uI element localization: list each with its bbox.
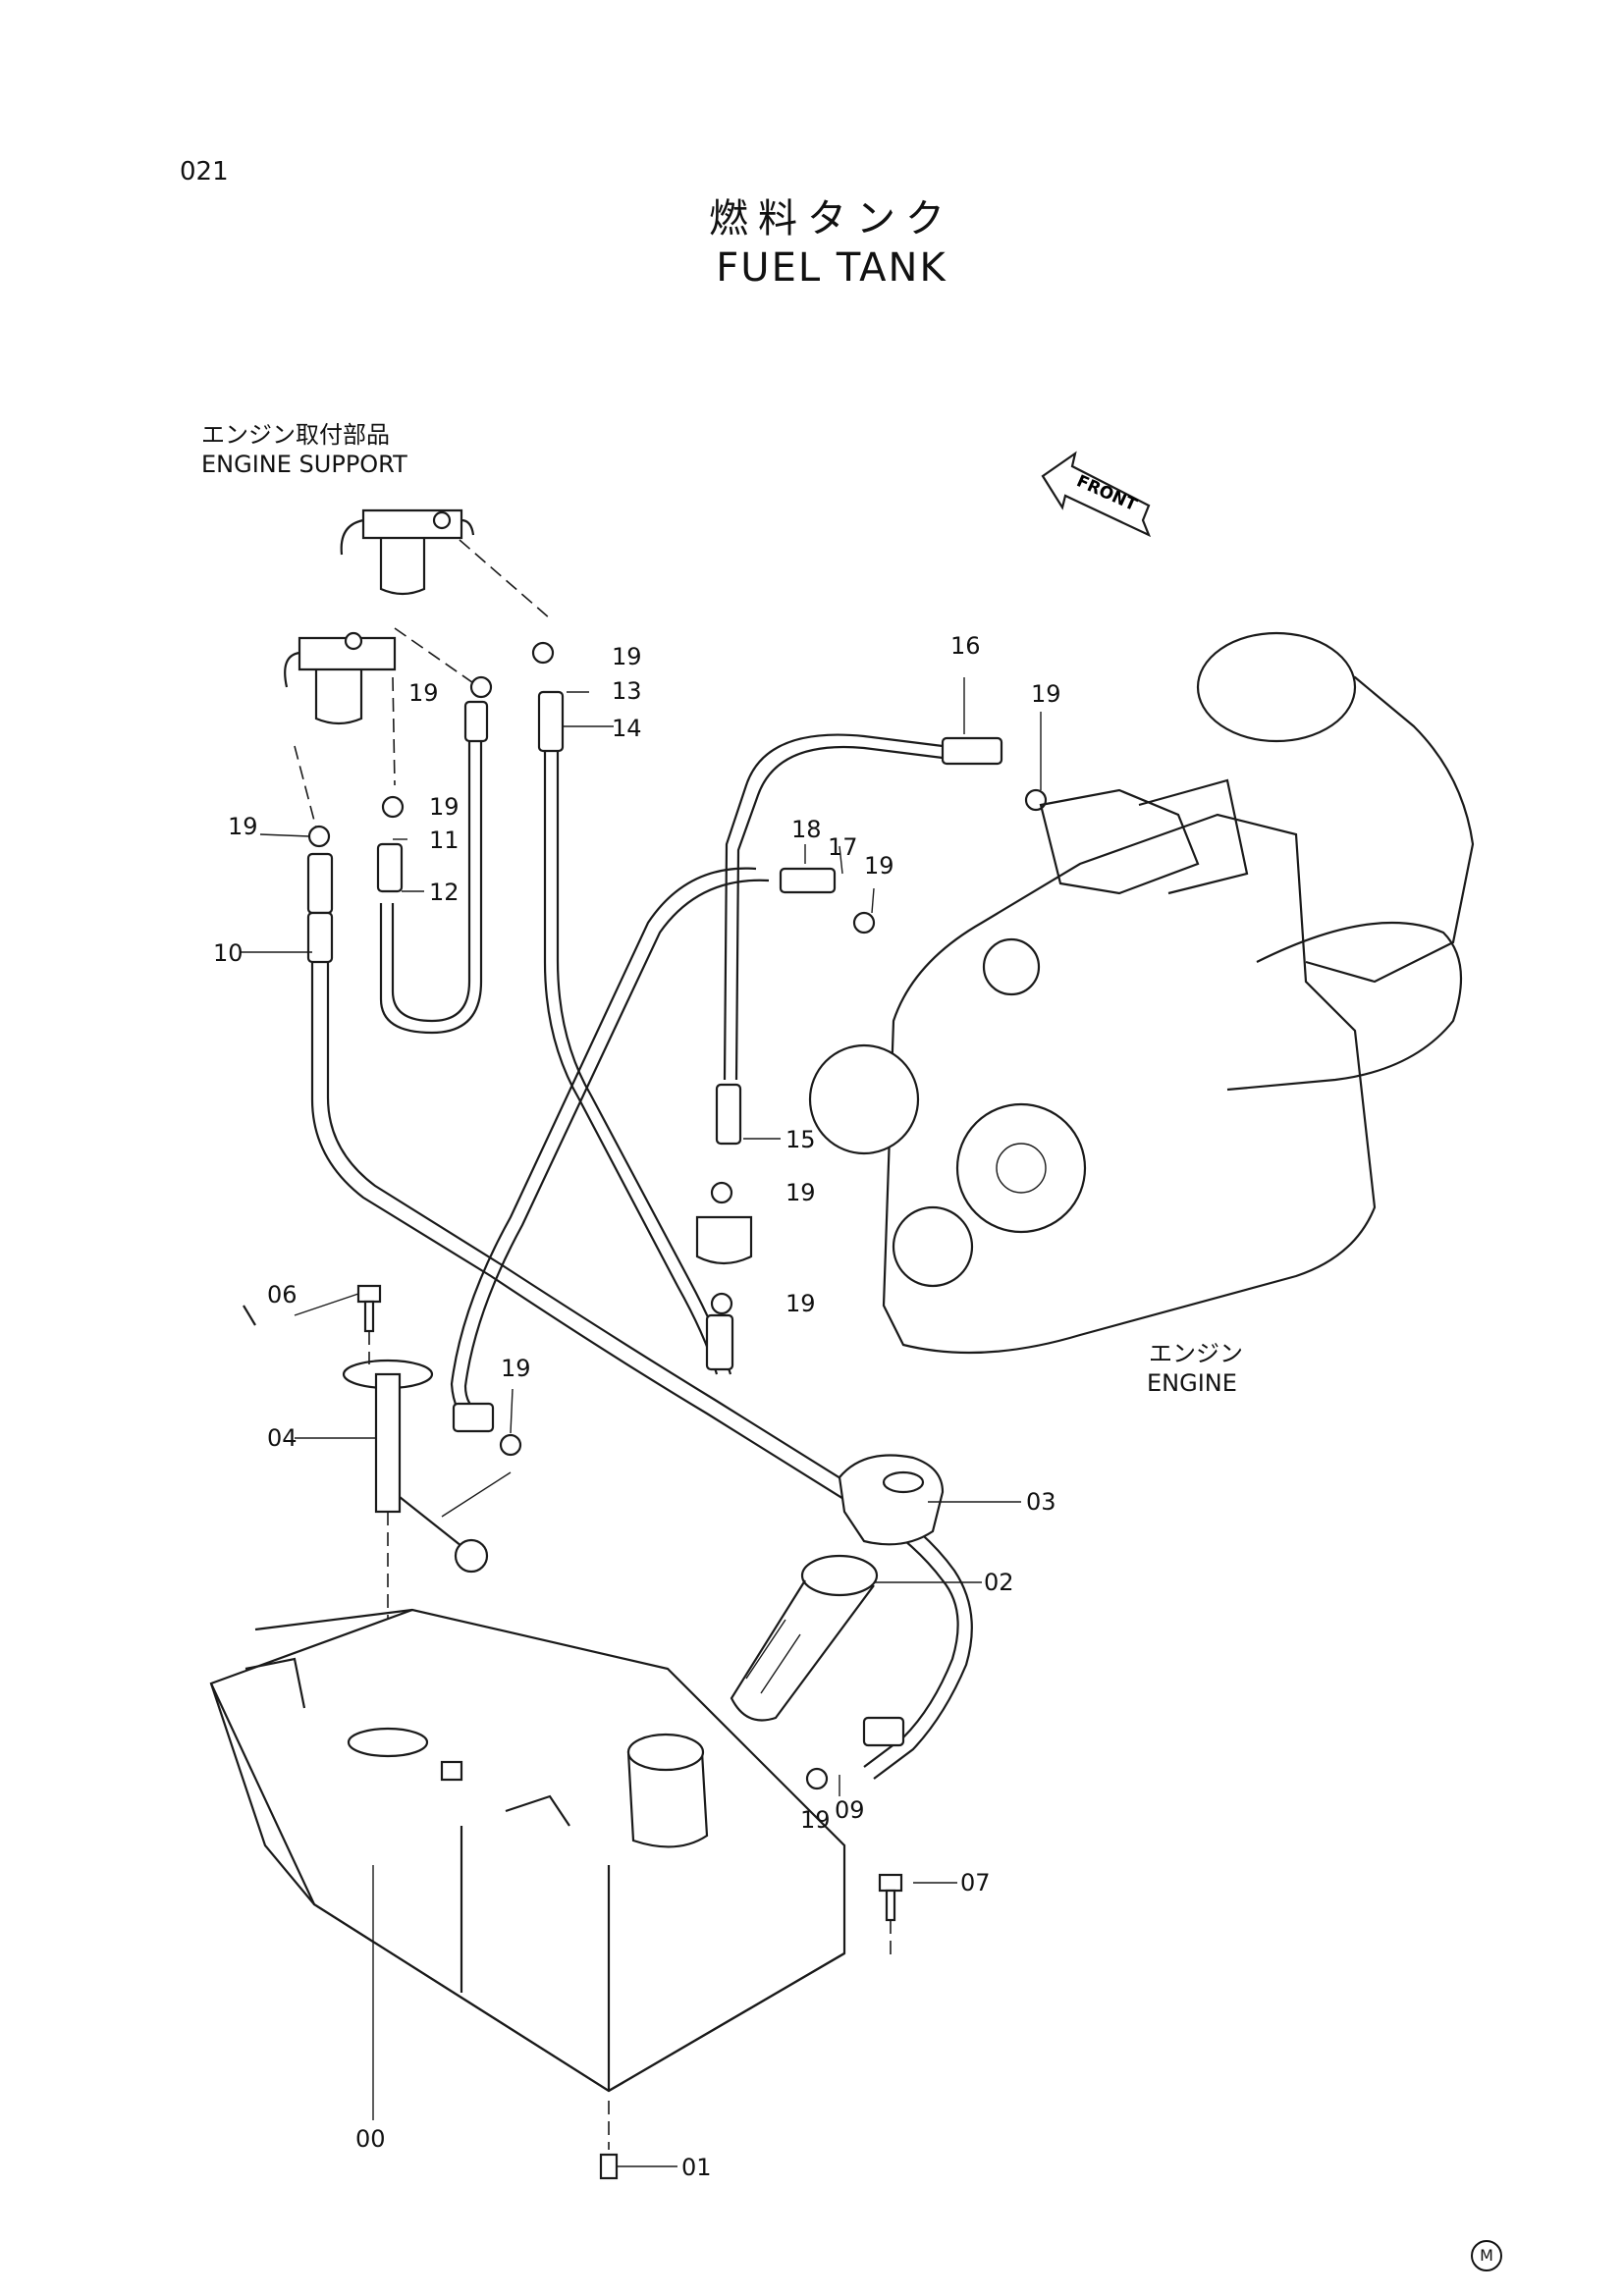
callout-19-i: 19 (501, 1355, 531, 1382)
bolt-06 (356, 1284, 382, 1364)
callout-19-d: 19 (228, 813, 258, 840)
title-english: FUEL TANK (716, 245, 947, 291)
callout-16: 16 (950, 632, 981, 660)
callout-09: 09 (835, 1796, 865, 1824)
bolt-07 (878, 1873, 903, 1958)
callout-11: 11 (429, 827, 460, 854)
filler-cap (838, 1454, 945, 1546)
engine-block (808, 631, 1475, 1355)
engine-label-jp: エンジン (1149, 1340, 1243, 1367)
title-japanese: 燃料タンク (709, 196, 954, 241)
callout-06: 06 (267, 1281, 298, 1308)
callout-04: 04 (267, 1424, 298, 1452)
callout-02: 02 (984, 1569, 1014, 1596)
callout-19-g: 19 (785, 1179, 816, 1206)
page-number: 021 (180, 157, 229, 187)
hose-clamps (307, 641, 1048, 1790)
fuel-strainer (695, 1215, 753, 1265)
drain-plug (599, 2153, 619, 2180)
callout-19-a: 19 (612, 643, 642, 670)
callout-13: 13 (612, 677, 642, 705)
callout-19-f: 19 (864, 852, 894, 880)
fuel-tank (209, 1608, 846, 2093)
callout-03: 03 (1026, 1488, 1056, 1516)
fuel-sender (342, 1359, 512, 1718)
callout-19-j: 19 (800, 1806, 831, 1834)
engine-label-en: ENGINE (1147, 1369, 1237, 1397)
callout-14: 14 (612, 715, 642, 742)
callout-10: 10 (213, 939, 244, 967)
corner-mark: M (1471, 2240, 1502, 2271)
callout-19-h: 19 (785, 1290, 816, 1317)
callout-18: 18 (791, 816, 822, 843)
callout-17: 17 (828, 833, 858, 861)
filler-strainer (730, 1554, 879, 1722)
callout-07: 07 (960, 1869, 991, 1896)
callout-12: 12 (429, 879, 460, 906)
fuel-filter-lower (284, 631, 397, 725)
callout-19-c: 19 (429, 793, 460, 821)
front-arrow: FRONT (1041, 451, 1152, 538)
callout-15: 15 (785, 1126, 816, 1153)
engine-support-label-en: ENGINE SUPPORT (201, 451, 407, 478)
hose-fittings (306, 690, 1003, 1747)
callout-19-b: 19 (408, 679, 439, 707)
engine-support-label-jp: エンジン取付部品 (201, 421, 390, 449)
callout-01: 01 (681, 2154, 712, 2181)
fuel-filter-upper (340, 508, 475, 596)
callout-19-e: 19 (1031, 680, 1061, 708)
callout-00: 00 (355, 2125, 386, 2153)
